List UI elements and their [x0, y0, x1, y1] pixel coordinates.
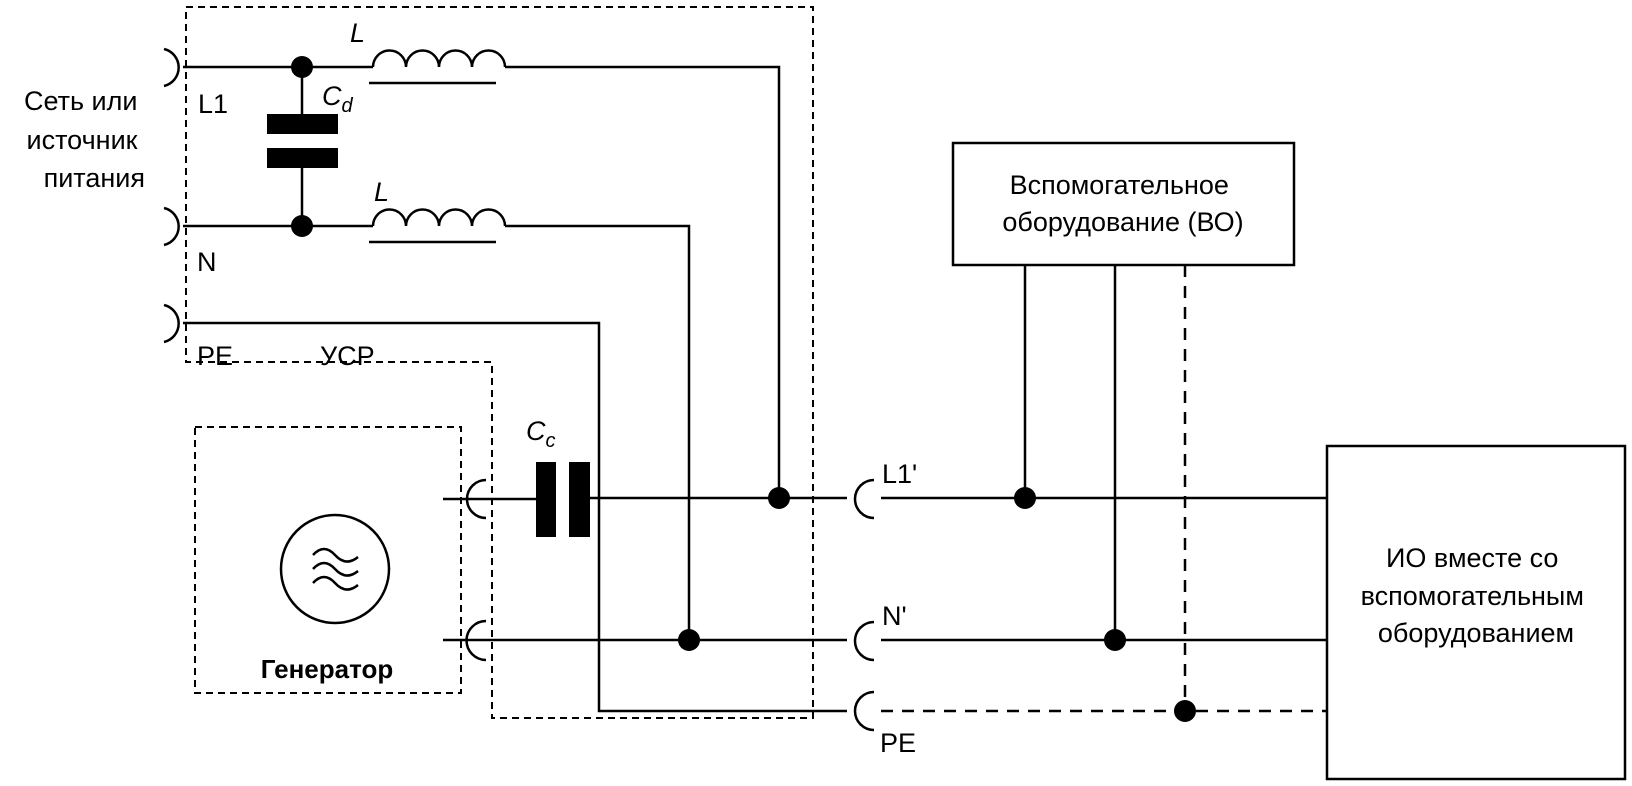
cd-plate-bottom [267, 148, 338, 168]
eut-label-line-1: ИО вместе со [1386, 543, 1558, 573]
cd-plate-top [267, 114, 338, 134]
eut-box [1325, 444, 1627, 781]
terminal-label-n: N [197, 247, 217, 277]
gen-socket-2 [465, 619, 487, 662]
output-socket-pe [853, 690, 875, 732]
source-label-line-3: питания [44, 163, 145, 193]
terminal-label-n-out: N' [882, 601, 907, 631]
node-l1-out [768, 487, 790, 509]
eut-label-line-3: оборудованием [1378, 618, 1574, 648]
inductor-n-label: L [374, 177, 389, 207]
ae-label-line-2: оборудование (ВО) [1002, 207, 1243, 237]
terminal-label-pe-out: PE [880, 728, 916, 758]
inductor-l1 [371, 49, 507, 68]
ae-label-line-1: Вспомогательное [1010, 170, 1229, 200]
wire-pe [183, 321, 847, 713]
eut-label: ИО вместе со вспомогательным оборудовани… [1361, 543, 1592, 648]
generator-enclosure [194, 426, 462, 694]
ac-source-icon [312, 547, 359, 591]
wire-l1-out [505, 65, 781, 498]
cdn-enclosure [185, 6, 814, 719]
input-socket-n [163, 206, 180, 247]
eut-label-line-2: вспомогательным [1361, 581, 1584, 611]
gen-socket-1 [465, 478, 487, 520]
input-socket-l1 [163, 47, 180, 88]
cd-label: Cd [322, 81, 354, 117]
node-cd-l1 [291, 56, 313, 78]
generator-symbol-circle [279, 513, 391, 625]
node-ae-pe [1174, 700, 1196, 722]
node-ae-l1 [1014, 487, 1036, 509]
node-cd-n [291, 215, 313, 237]
terminal-label-l1: L1 [198, 89, 228, 119]
inductor-l1-label: L [350, 18, 365, 48]
terminal-label-pe: PE [197, 341, 233, 371]
cc-label: Cc [526, 416, 556, 452]
cdn-name-label: УСР [320, 341, 375, 371]
inductor-n [371, 208, 507, 227]
source-label-line-2: источник [27, 125, 138, 155]
source-label-line-1: Сеть или [24, 86, 137, 116]
source-label: Сеть или источник питания [24, 86, 145, 193]
cc-plate-left [536, 462, 556, 537]
wire-n-out [505, 224, 691, 640]
terminal-label-l1-out: L1' [882, 459, 917, 489]
output-socket-n [853, 620, 875, 662]
input-socket-pe [163, 303, 180, 344]
node-ae-n [1104, 629, 1126, 651]
output-socket-l1 [853, 478, 875, 520]
ae-box [951, 141, 1296, 267]
generator-label: Генератор [261, 654, 394, 684]
ae-label: Вспомогательное оборудование (ВО) [1002, 170, 1243, 237]
cc-plate-right [569, 462, 590, 537]
